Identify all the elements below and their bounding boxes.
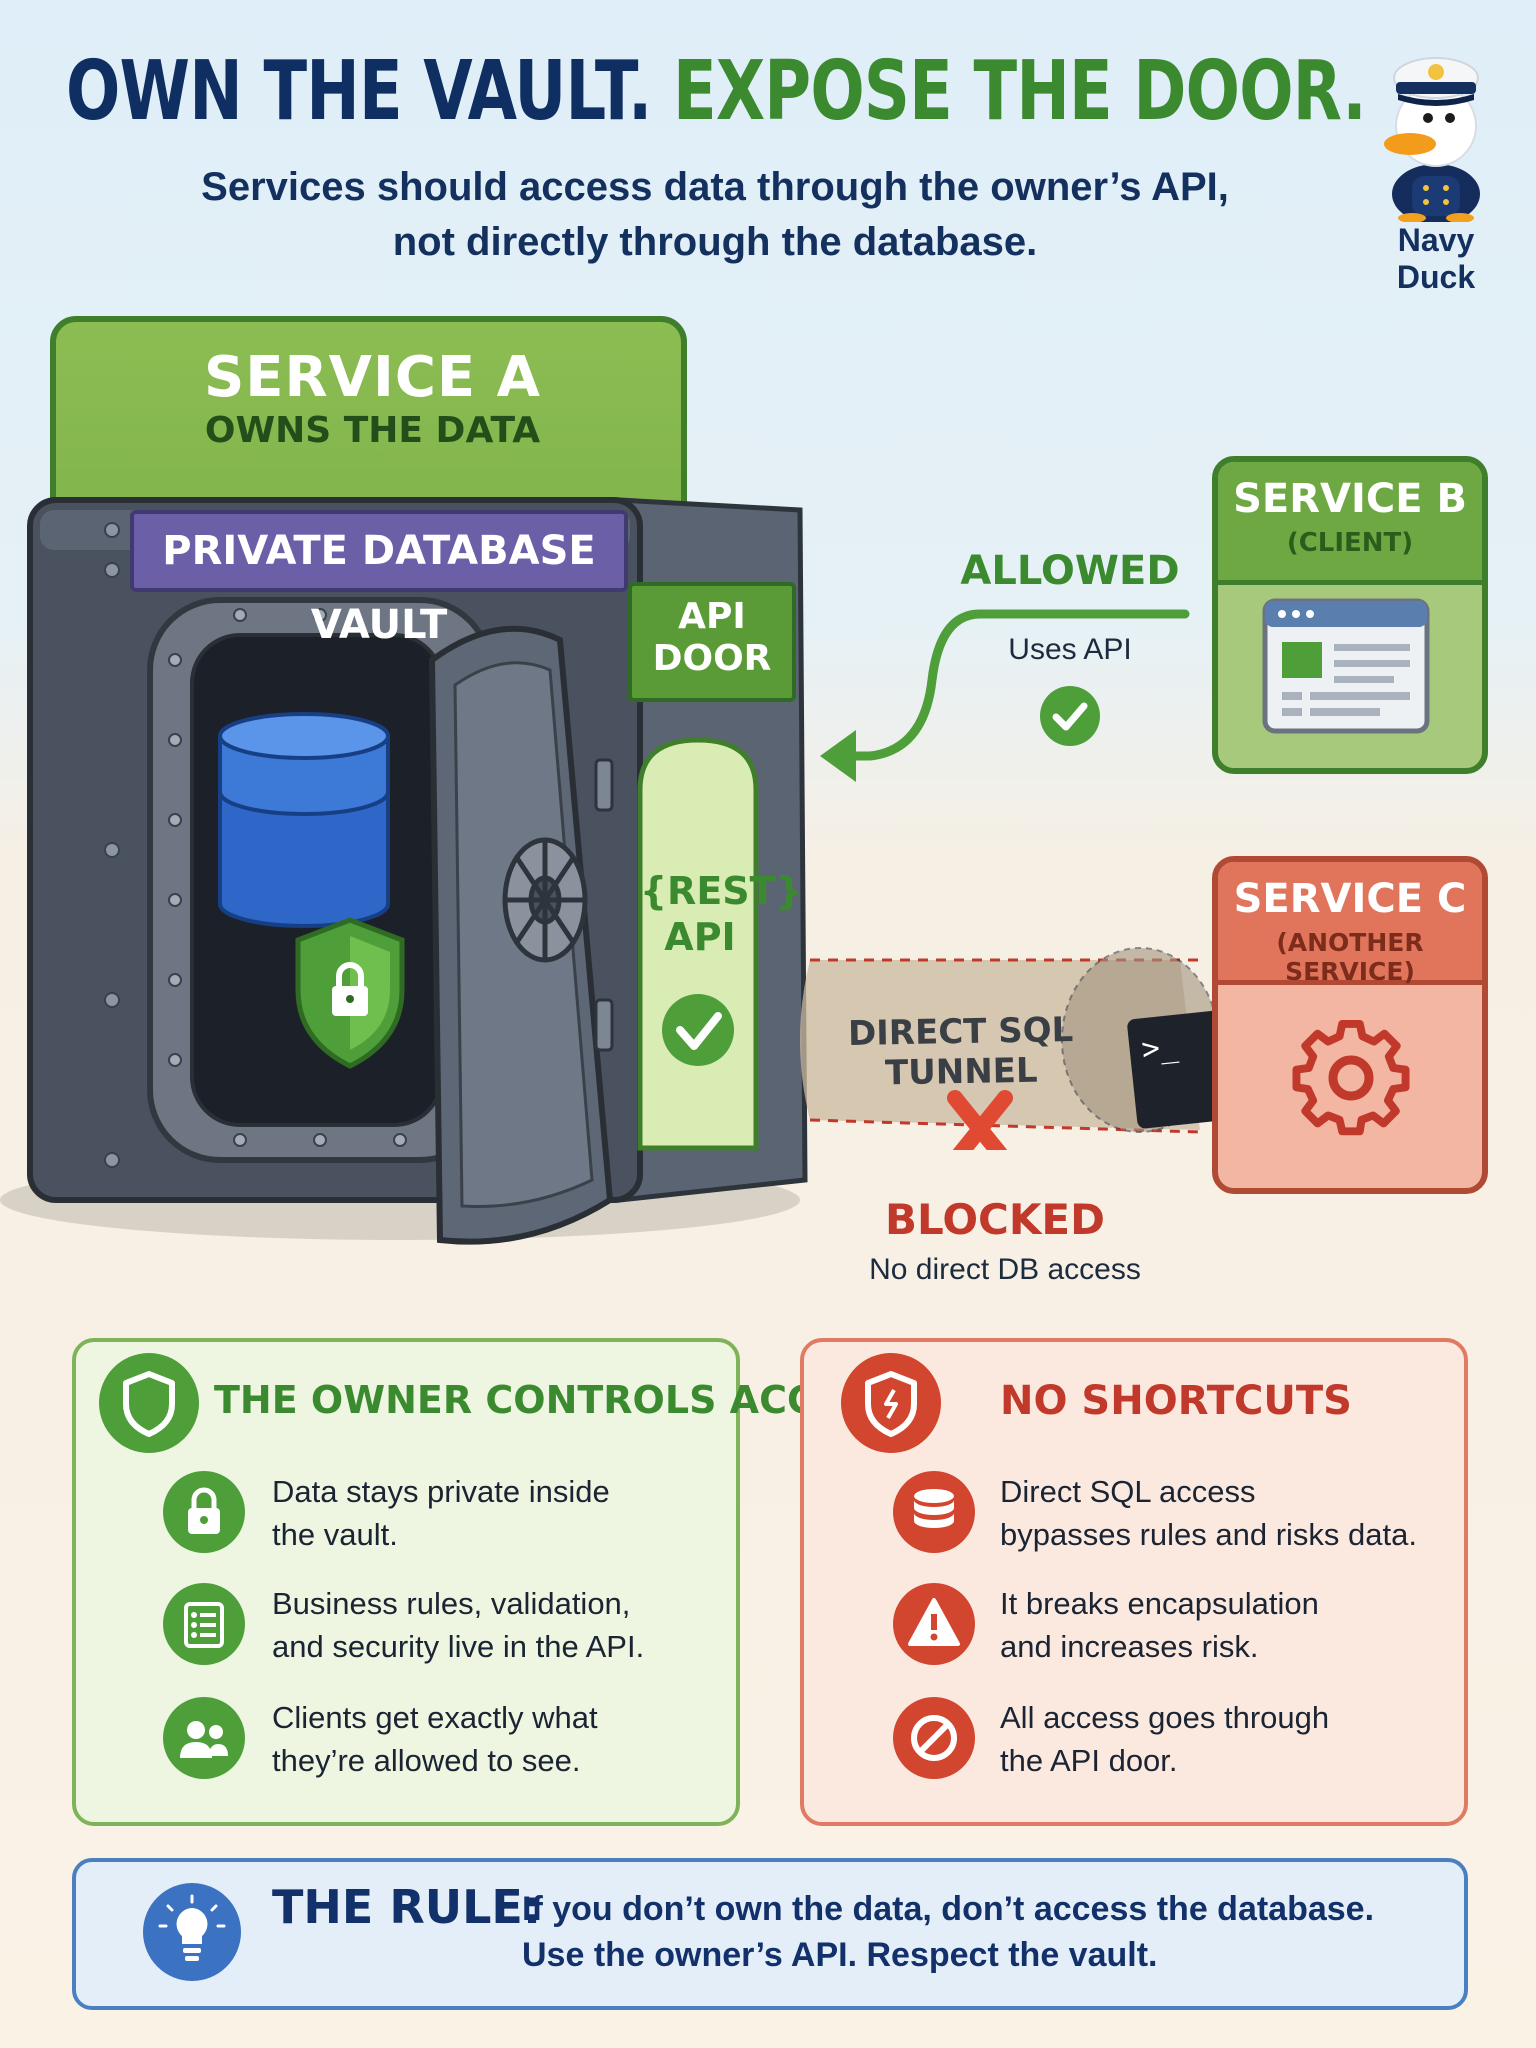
shortcut-item-1-line2: bypasses rules and risks data. [1000,1517,1417,1552]
uses-api-caption: Uses API [1008,633,1132,666]
checklist-icon [163,1583,245,1665]
shortcut-item-2: It breaks encapsulation and increases ri… [1000,1582,1430,1668]
broken-shield-icon [841,1353,941,1453]
navy-duck-mascot [1384,57,1480,222]
service-b-subtitle: (CLIENT) [1286,528,1414,558]
rule-banner [72,1858,1468,2010]
shortcut-item-3-line2: the API door. [1000,1743,1178,1778]
allowed-label: ALLOWED [960,548,1180,594]
subtitle-line-1: Services should access data through the … [201,165,1229,209]
shortcut-item-2-line1: It breaks encapsulation [1000,1586,1319,1621]
title-part-vault: OWN THE VAULT. [66,44,652,139]
service-a-subtitle: OWNS THE DATA [204,410,541,451]
owner-item-1-line1: Data stays private inside [272,1474,610,1509]
browser-window-icon [1262,598,1430,734]
rest-line-1: {REST} [640,869,803,913]
shortcut-item-3-line1: All access goes through [1000,1700,1330,1735]
api-door-line-2: DOOR [652,638,772,679]
shield-icon [99,1353,199,1453]
gear-icon [1292,1020,1410,1136]
lock-icon [163,1471,245,1553]
rest-line-2: API [664,915,736,959]
service-b-title: SERVICE B [1233,476,1467,522]
rest-api-label: {REST} API [640,868,803,960]
no-entry-icon [893,1697,975,1779]
shortcut-item-1-line1: Direct SQL access [1000,1474,1256,1509]
allowed-arrow [820,609,1190,782]
title-part-door: EXPOSE THE DOOR. [672,44,1367,139]
rule-line-2: Use the owner’s API. Respect the vault. [522,1936,1158,1974]
page-subtitle: Services should access data through the … [180,160,1250,270]
allowed-check-icon [1040,686,1100,746]
subtitle-line-2: not directly through the database. [392,220,1038,264]
warning-icon [893,1583,975,1665]
owner-panel-title: THE OWNER CONTROLS ACCESS [214,1378,894,1422]
shortcuts-panel-title: NO SHORTCUTS [1000,1378,1352,1424]
service-c-title: SERVICE C [1233,876,1467,922]
shortcut-item-2-line2: and increases risk. [1000,1629,1259,1664]
owner-item-1-line2: the vault. [272,1517,398,1552]
shortcut-item-1: Direct SQL access bypasses rules and ris… [1000,1470,1430,1556]
api-door-text: API DOOR [628,596,796,680]
api-door-sign [628,582,796,702]
owner-item-2-line1: Business rules, validation, [272,1586,631,1621]
rule-text: If you don’t own the data, don’t access … [522,1886,1422,1978]
api-door-line-1: API [678,596,746,637]
owner-item-3: Clients get exactly what they’re allowed… [272,1696,702,1782]
no-direct-caption: No direct DB access [869,1253,1141,1286]
owner-item-3-line2: they’re allowed to see. [272,1743,581,1778]
owner-item-3-line1: Clients get exactly what [272,1700,598,1735]
blocked-label: BLOCKED [885,1195,1105,1244]
users-icon [163,1697,245,1779]
shortcut-item-3: All access goes through the API door. [1000,1696,1430,1782]
vault-label: PRIVATE DATABASE VAULT [130,510,628,648]
database-icon [893,1471,975,1553]
owner-item-2-line2: and security live in the API. [272,1629,645,1664]
tunnel-label: DIRECT SQL TUNNEL [847,1010,1074,1094]
service-a-title: SERVICE A [203,345,542,410]
rule-line-1: If you don’t own the data, don’t access … [522,1890,1375,1928]
rule-label: THE RULE: [272,1880,542,1934]
page-title: OWN THE VAULT. EXPOSE THE DOOR. [66,44,1367,144]
service-c-subtitle: (ANOTHER SERVICE) [1276,928,1424,986]
service-b-card [1212,456,1488,774]
lightbulb-icon [143,1883,241,1981]
mascot-label: Navy Duck [1396,222,1476,295]
owner-item-2: Business rules, validation, and security… [272,1582,702,1668]
owner-item-1: Data stays private inside the vault. [272,1470,702,1556]
